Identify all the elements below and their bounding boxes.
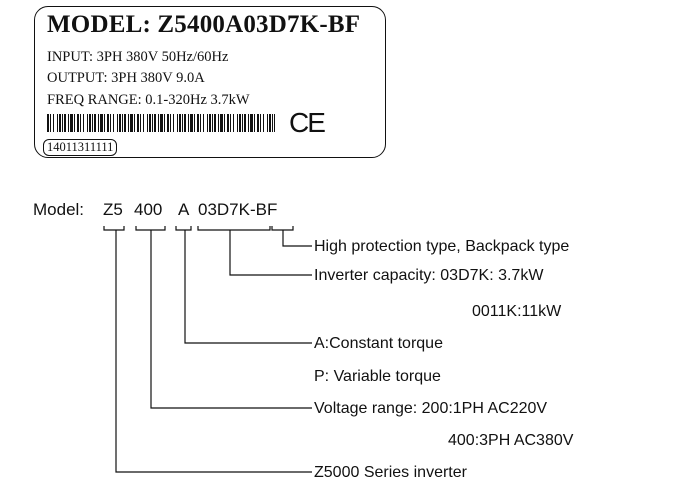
label-torque-p: P: Variable torque bbox=[314, 368, 441, 385]
model-prefix: Model: bbox=[33, 200, 84, 219]
bracket-protection bbox=[271, 226, 294, 231]
nameplate-input: INPUT: 3PH 380V 50Hz/60Hz bbox=[47, 49, 229, 65]
nameplate-label: MODEL: Z5400A03D7K-BF INPUT: 3PH 380V 50… bbox=[34, 6, 386, 158]
bracket-capacity bbox=[197, 226, 271, 231]
nameplate-freq-range: FREQ RANGE: 0.1-320Hz 3.7kW bbox=[47, 92, 250, 108]
segment-series: Z5 bbox=[103, 200, 123, 219]
leader-voltage bbox=[150, 230, 312, 409]
label-capacity-alt: 0011K:11kW bbox=[472, 303, 562, 320]
label-voltage: Voltage range: 200:1PH AC220V bbox=[314, 400, 547, 417]
leader-series bbox=[115, 230, 312, 473]
leader-capacity bbox=[229, 230, 312, 276]
label-protection: High protection type, Backpack type bbox=[314, 238, 569, 255]
barcode bbox=[47, 114, 275, 132]
nameplate-model: MODEL: Z5400A03D7K-BF bbox=[47, 11, 361, 38]
label-capacity: Inverter capacity: 03D7K: 3.7kW bbox=[314, 267, 544, 284]
bracket-series bbox=[103, 226, 125, 231]
bracket-voltage bbox=[135, 226, 166, 231]
segment-capacity: 03D7K-BF bbox=[198, 200, 277, 219]
segment-voltage: 400 bbox=[134, 200, 162, 219]
segment-torque: A bbox=[178, 200, 190, 219]
label-torque-a: A:Constant torque bbox=[314, 335, 443, 352]
nameplate-output: OUTPUT: 3PH 380V 9.0A bbox=[47, 70, 205, 86]
serial-number: 14011311111 bbox=[43, 139, 118, 156]
label-voltage-alt: 400:3PH AC380V bbox=[448, 432, 574, 449]
label-series: Z5000 Series inverter bbox=[314, 464, 468, 481]
bracket-torque bbox=[175, 226, 192, 231]
leader-protection bbox=[282, 230, 312, 247]
ce-mark: CE bbox=[289, 107, 326, 138]
leader-torque bbox=[184, 230, 312, 344]
